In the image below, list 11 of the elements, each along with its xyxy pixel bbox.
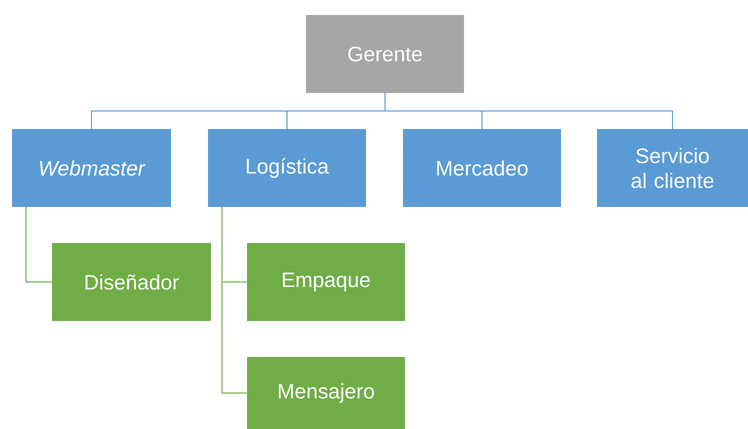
- connector-line: [26, 206, 52, 282]
- department-box: Mercadeo: [403, 129, 561, 207]
- department-box: Webmaster: [12, 129, 171, 207]
- staff-box: Mensajero: [247, 357, 405, 429]
- department-box: Servicio al cliente: [597, 129, 748, 207]
- connector-line: [384, 92, 673, 130]
- staff-box: Diseñador: [52, 243, 211, 321]
- staff-box: Empaque: [247, 243, 405, 321]
- department-box: Logística: [208, 129, 366, 207]
- manager-box: Gerente: [306, 15, 464, 93]
- connector-line: [222, 206, 248, 394]
